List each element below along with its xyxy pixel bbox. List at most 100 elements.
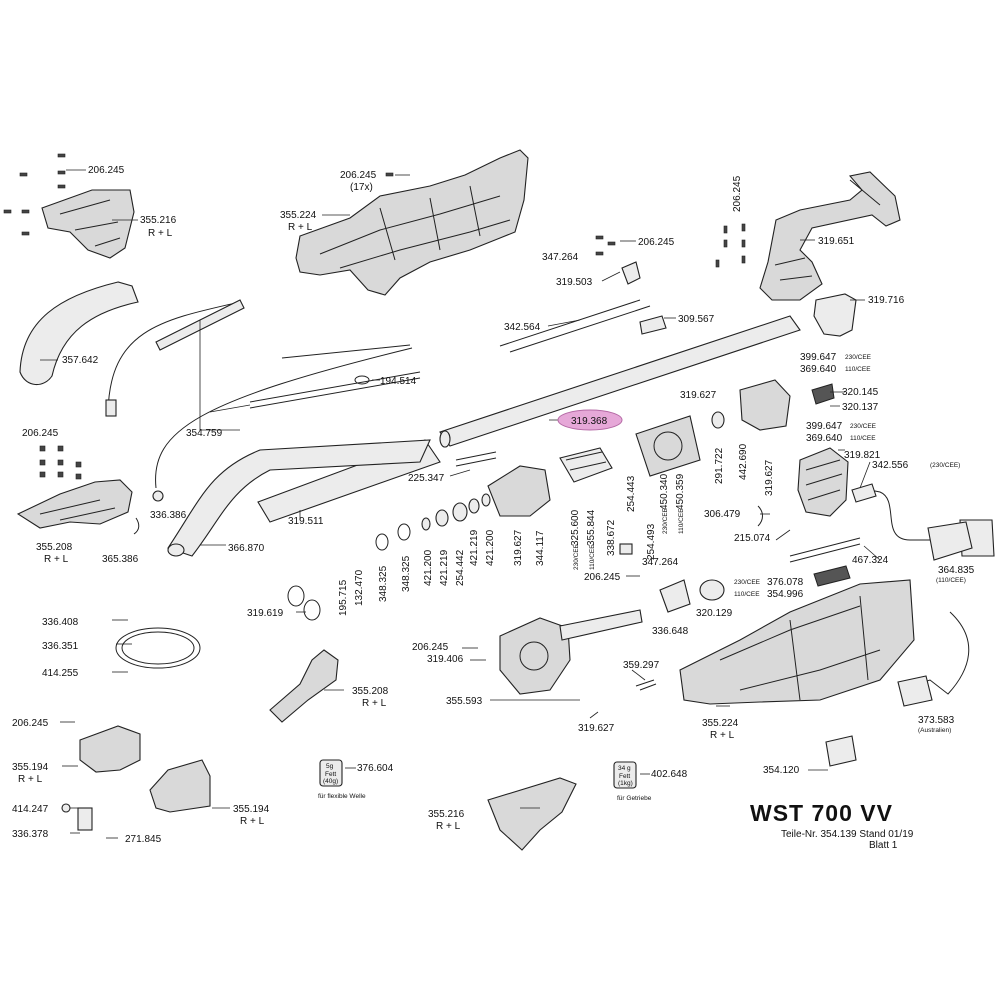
- part-label[interactable]: 364.835: [938, 565, 975, 576]
- part-label[interactable]: 336.378: [12, 829, 49, 840]
- part-label[interactable]: 319.619: [247, 608, 284, 619]
- part-label[interactable]: 355.208: [352, 686, 389, 697]
- part-label[interactable]: 348.325: [401, 555, 412, 592]
- part-label[interactable]: 319.627: [680, 390, 717, 401]
- part-label[interactable]: 366.870: [228, 543, 265, 554]
- part-label[interactable]: 215.074: [734, 533, 771, 544]
- part-label[interactable]: 336.408: [42, 617, 79, 628]
- part-label[interactable]: 402.648: [651, 769, 688, 780]
- part-label[interactable]: 271.845: [125, 834, 162, 845]
- part-label[interactable]: 291.722: [714, 447, 725, 484]
- part-label[interactable]: 359.297: [623, 660, 660, 671]
- part-label[interactable]: 369.640: [806, 433, 843, 444]
- part-label[interactable]: 206.245: [584, 572, 621, 583]
- part-label[interactable]: 195.715: [338, 579, 349, 616]
- part-label[interactable]: 342.564: [504, 322, 541, 333]
- part-label[interactable]: 206.245: [22, 428, 59, 439]
- clamp-part-336648: [659, 579, 691, 613]
- part-label[interactable]: 347.264: [642, 557, 679, 568]
- part-label[interactable]: 319.821: [844, 450, 881, 461]
- part-label-rl: R + L: [362, 698, 387, 709]
- shaft-rod: [249, 344, 421, 409]
- highlight-319368: [557, 409, 623, 431]
- part-label[interactable]: 319.511: [288, 516, 324, 527]
- part-label[interactable]: 355.593: [446, 696, 483, 707]
- nut-part-414247: [61, 803, 71, 813]
- part-label[interactable]: 355.224: [702, 718, 739, 729]
- part-label[interactable]: 347.264: [542, 252, 579, 263]
- part-label-rl: R + L: [18, 774, 43, 785]
- part-label[interactable]: 467.324: [852, 555, 889, 566]
- part-label[interactable]: 355.216: [428, 809, 465, 820]
- part-label[interactable]: 132.470: [354, 569, 365, 606]
- part-label[interactable]: 254.493: [646, 523, 657, 560]
- part-label[interactable]: 336.386: [150, 510, 187, 521]
- part-label[interactable]: 206.245: [340, 170, 377, 181]
- part-label[interactable]: 325.600: [570, 509, 581, 546]
- part-label[interactable]: 206.245: [12, 718, 49, 729]
- variant-label: (110/CEE): [936, 577, 966, 584]
- part-label[interactable]: 354.120: [763, 765, 800, 776]
- part-label[interactable]: 319.406: [427, 654, 464, 665]
- part-label[interactable]: 344.117: [535, 530, 546, 566]
- part-label[interactable]: 320.137: [842, 402, 879, 413]
- part-label[interactable]: 319.627: [764, 459, 775, 496]
- part-label[interactable]: 450.340: [659, 473, 670, 510]
- part-label[interactable]: 355.224: [280, 210, 317, 221]
- part-label[interactable]: 194.514: [380, 376, 417, 387]
- part-label[interactable]: 254.443: [626, 475, 637, 512]
- part-label[interactable]: 355.844: [586, 509, 597, 546]
- part-label[interactable]: 342.556: [872, 460, 909, 471]
- part-label-rl: R + L: [148, 228, 173, 239]
- part-label[interactable]: 399.647: [806, 421, 843, 432]
- part-label[interactable]: 319.716: [868, 295, 905, 306]
- part-label[interactable]: 336.351: [42, 641, 79, 652]
- part-label[interactable]: 336.648: [652, 626, 689, 637]
- variant-label: 110/CEE: [589, 544, 596, 570]
- part-label[interactable]: 373.583: [918, 715, 955, 726]
- part-label[interactable]: 206.245: [88, 165, 125, 176]
- ring-part-194514: [354, 375, 370, 385]
- ring-part-319619: [287, 585, 305, 607]
- part-label[interactable]: 354.759: [186, 428, 223, 439]
- part-label[interactable]: 254.442: [455, 549, 466, 586]
- screw-set-347264: [595, 235, 616, 256]
- part-label[interactable]: 369.640: [800, 364, 837, 375]
- part-label[interactable]: 376.604: [357, 763, 394, 774]
- part-label[interactable]: 206.245: [412, 642, 449, 653]
- part-label[interactable]: 319.627: [513, 529, 524, 566]
- part-label[interactable]: 421.200: [423, 549, 434, 586]
- tube-part-319368: [439, 315, 801, 447]
- part-label[interactable]: 355.208: [36, 542, 73, 553]
- part-label[interactable]: 319.651: [818, 236, 855, 247]
- part-label[interactable]: 355.194: [12, 762, 49, 773]
- part-label[interactable]: 421.219: [439, 549, 450, 586]
- part-label[interactable]: 354.996: [767, 589, 804, 600]
- part-label[interactable]: 319.503: [556, 277, 593, 288]
- part-labels: 206.245 355.216 R + L 206.245 (17x) 355.…: [12, 165, 975, 845]
- part-label[interactable]: 206.245: [732, 175, 743, 212]
- part-label[interactable]: 450.359: [675, 473, 686, 510]
- part-label[interactable]: 421.200: [485, 529, 496, 566]
- part-label[interactable]: 309.567: [678, 314, 715, 325]
- part-label[interactable]: 306.479: [704, 509, 741, 520]
- part-label[interactable]: 399.647: [800, 352, 837, 363]
- part-label[interactable]: 225.347: [408, 473, 445, 484]
- part-label[interactable]: 320.129: [696, 608, 733, 619]
- part-label[interactable]: 357.642: [62, 355, 99, 366]
- part-label[interactable]: 376.078: [767, 577, 804, 588]
- part-label[interactable]: 206.245: [638, 237, 675, 248]
- part-label[interactable]: 319.627: [578, 723, 615, 734]
- part-label[interactable]: 355.194: [233, 804, 270, 815]
- part-label[interactable]: 320.145: [842, 387, 879, 398]
- handle-part-319651: [759, 171, 901, 301]
- part-label[interactable]: 414.255: [42, 668, 79, 679]
- part-label-highlighted[interactable]: 319.368: [571, 416, 608, 427]
- part-label[interactable]: 421.219: [469, 529, 480, 566]
- part-label[interactable]: 414.247: [12, 804, 49, 815]
- part-label[interactable]: 348.325: [378, 565, 389, 602]
- part-label[interactable]: 355.216: [140, 215, 177, 226]
- part-label[interactable]: 442.690: [738, 443, 749, 480]
- part-label[interactable]: 338.672: [606, 519, 617, 556]
- part-label[interactable]: 365.386: [102, 554, 139, 565]
